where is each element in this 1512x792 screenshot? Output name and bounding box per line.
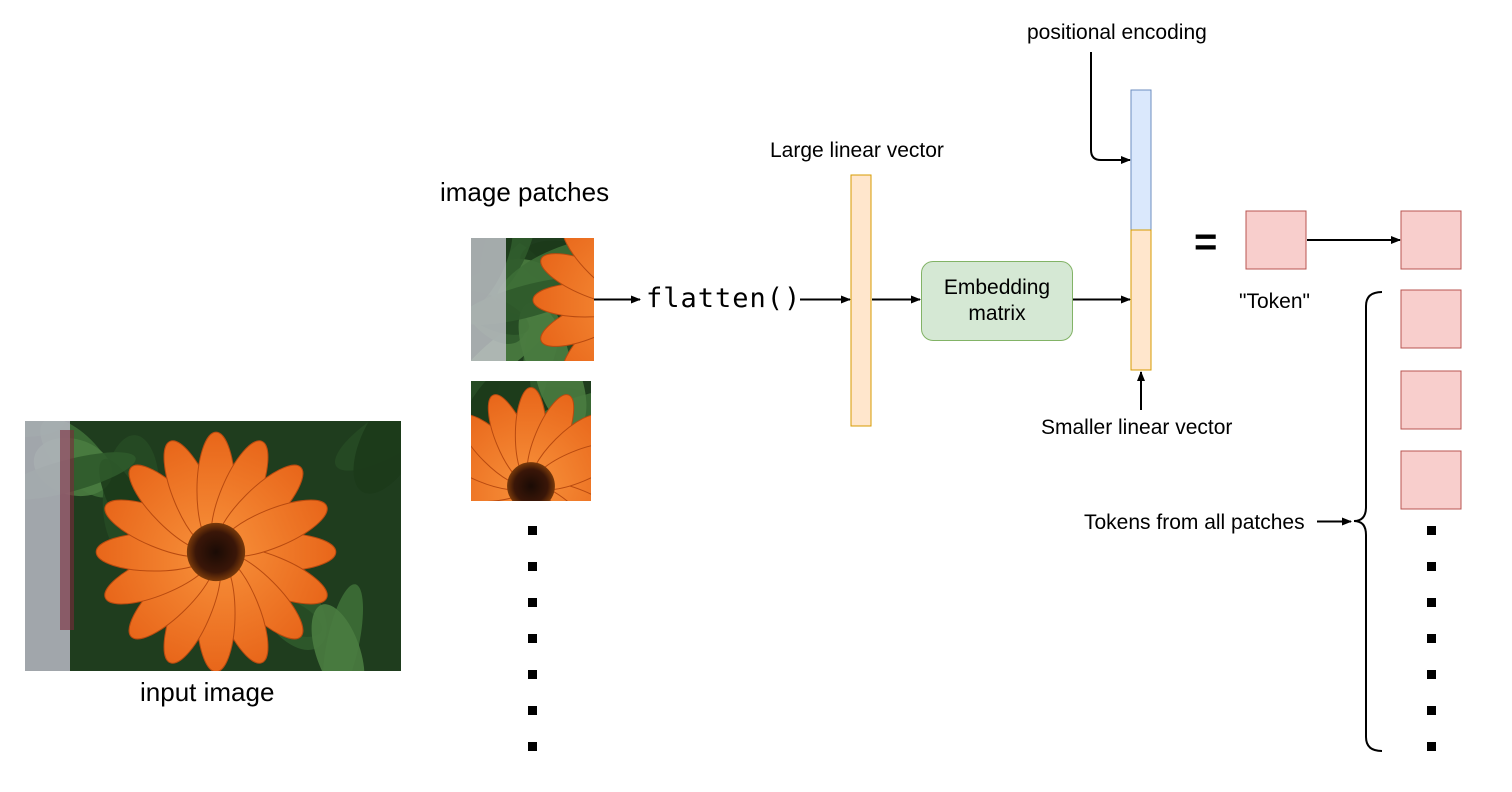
token-label: "Token" bbox=[1239, 290, 1310, 313]
arrow-positional-encoding bbox=[1090, 52, 1131, 164]
embedding-matrix-line1: Embedding bbox=[943, 275, 1051, 299]
smaller-vector-label: Smaller linear vector bbox=[1041, 416, 1233, 439]
input-image bbox=[25, 421, 401, 671]
embedding-matrix: Embedding matrix bbox=[921, 261, 1073, 341]
tokens-ellipsis bbox=[1427, 526, 1436, 756]
sequence-token-1 bbox=[1400, 210, 1462, 270]
positional-encoding-segment bbox=[1130, 89, 1152, 231]
image-patch-2 bbox=[471, 381, 591, 501]
tokens-from-all-label: Tokens from all patches bbox=[1084, 511, 1305, 534]
input-image-label: input image bbox=[140, 677, 275, 707]
flatten-label: flatten() bbox=[646, 283, 802, 314]
sequence-token-4 bbox=[1400, 450, 1462, 510]
smaller-linear-vector bbox=[1130, 229, 1152, 371]
image-patch-1 bbox=[471, 238, 594, 361]
positional-encoding-label: positional encoding bbox=[1027, 21, 1207, 44]
large-vector-label: Large linear vector bbox=[770, 139, 944, 162]
patches-ellipsis bbox=[528, 526, 537, 756]
equals-sign: = bbox=[1194, 220, 1218, 264]
embedding-matrix-line2: matrix bbox=[968, 302, 1026, 325]
curly-brace bbox=[1353, 291, 1383, 752]
sequence-token-2 bbox=[1400, 289, 1462, 349]
image-patches-label: image patches bbox=[440, 177, 610, 207]
large-linear-vector bbox=[850, 174, 872, 427]
sequence-token-3 bbox=[1400, 370, 1462, 430]
token-box bbox=[1245, 210, 1307, 270]
